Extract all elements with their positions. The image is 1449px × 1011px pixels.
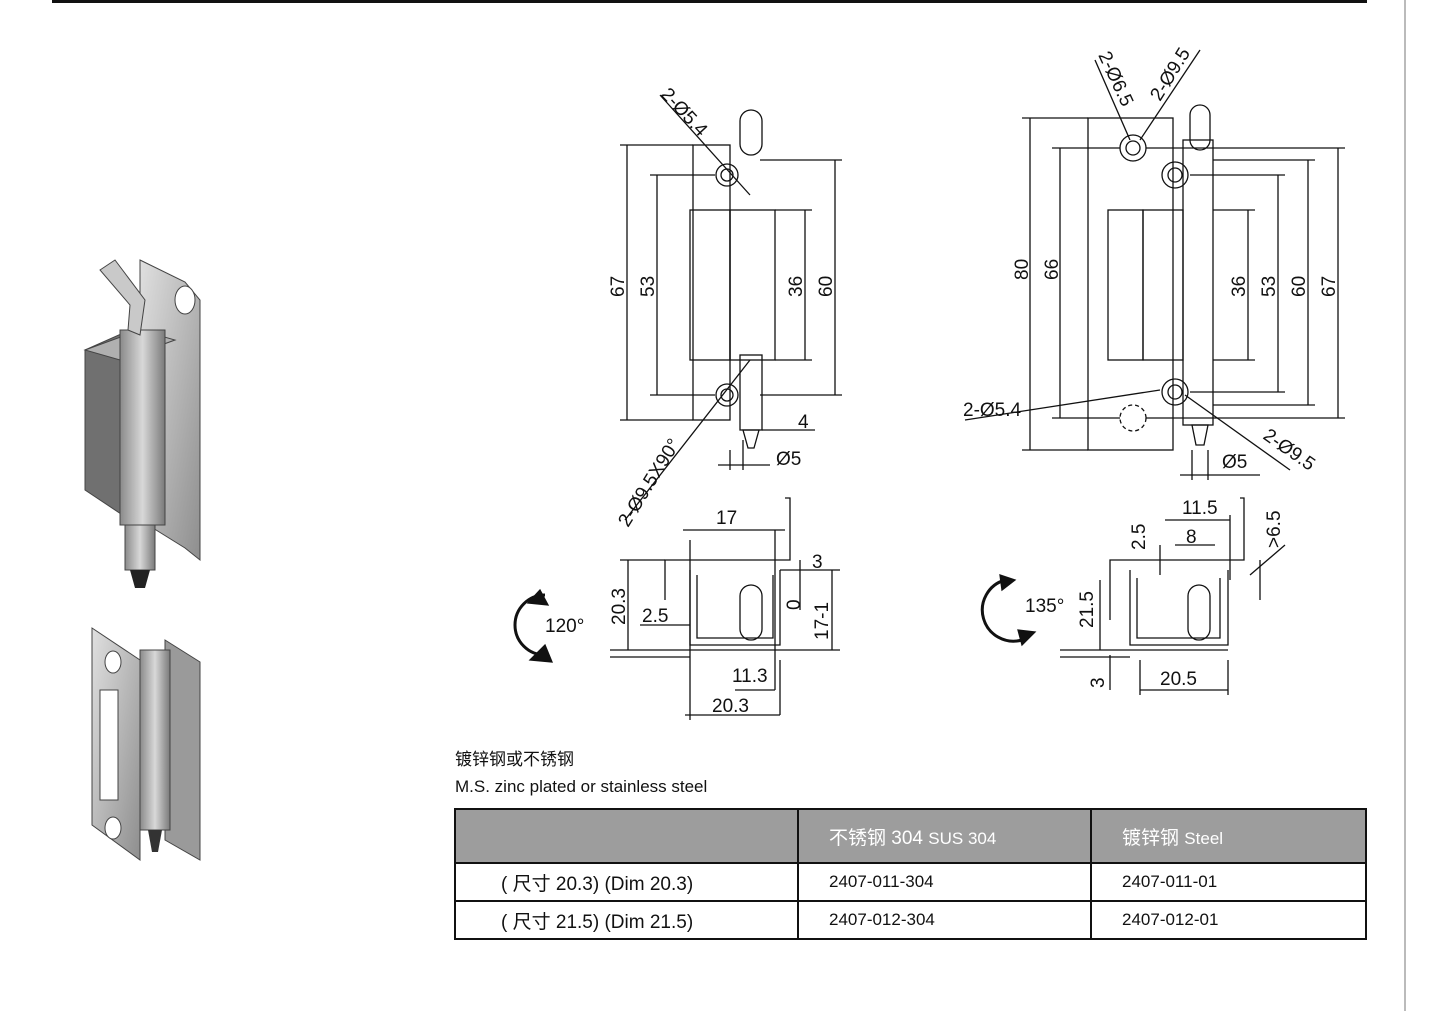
right-front-dims: 2-Ø6.5 2-Ø9.5 2-Ø5.4 2-Ø9.5 80 66 36 53 …: [963, 44, 1340, 475]
dim-60r: 60: [1289, 276, 1310, 297]
material-cn: 镀锌钢或不锈钢: [455, 750, 574, 769]
row-dim: ( 尺寸 20.3) (Dim 20.3): [454, 862, 799, 902]
dim-2-5: 2.5: [642, 606, 668, 627]
dim-21-5: 21.5: [1077, 591, 1098, 628]
dim-gt6-5: >6.5: [1264, 510, 1285, 548]
dim-11-5: 11.5: [1182, 498, 1218, 519]
dim-side-2: 2-Ø9.5: [1259, 425, 1319, 476]
row-ss: 2407-012-304: [797, 900, 1092, 940]
right-front-view: [964, 49, 1345, 480]
row-steel: 2407-012-01: [1090, 900, 1367, 940]
table-row: ( 尺寸 21.5) (Dim 21.5) 2407-012-304 2407-…: [454, 900, 1367, 940]
dim-20-3h: 20.3: [712, 696, 749, 717]
material-en: M.S. zinc plated or stainless steel: [455, 777, 708, 796]
dim-17-1: 17-1: [812, 602, 833, 640]
dim-holes-label: 2-Ø5.4: [656, 84, 711, 141]
left-front-dims: 2-Ø5.4 2-Ø9.5X90° 67 53 36 60 4 Ø5: [608, 84, 837, 531]
dim-side-1: 2-Ø5.4: [963, 400, 1022, 421]
dim-top-1: 2-Ø6.5: [1093, 48, 1137, 110]
dim-8: 8: [1186, 527, 1197, 548]
row-steel: 2407-011-01: [1090, 862, 1367, 902]
dim-36r: 36: [1229, 276, 1250, 297]
header-ss-en: SUS 304: [928, 828, 997, 848]
dim-countersink-label: 2-Ø9.5X90°: [614, 435, 685, 531]
header-steel: 镀锌钢 Steel: [1090, 808, 1367, 864]
header-steel-cn: 镀锌钢: [1122, 827, 1180, 849]
part-number-table: 不锈钢 304 SUS 304 镀锌钢 Steel ( 尺寸 20.3) (Di…: [454, 808, 1367, 940]
header-blank: [454, 808, 799, 864]
header-ss: 不锈钢 304 SUS 304: [797, 808, 1092, 864]
dim-3r: 3: [1088, 677, 1109, 688]
dim-17: 17: [716, 508, 737, 529]
header-ss-cn: 不锈钢 304: [829, 827, 923, 849]
row-dim: ( 尺寸 21.5) (Dim 21.5): [454, 900, 799, 940]
row-ss: 2407-011-304: [797, 862, 1092, 902]
right-top-dims: 135° 11.5 8 2.5 >6.5 21.5 3 20.5: [1025, 498, 1285, 690]
dim-67r: 67: [1319, 276, 1340, 297]
dim-60: 60: [816, 276, 837, 297]
dim-36: 36: [786, 276, 807, 297]
top-border: [52, 0, 1367, 3]
dim-80: 80: [1012, 259, 1033, 280]
right-border: [1404, 0, 1406, 1011]
dim-66: 66: [1042, 259, 1063, 280]
dim-20-3v: 20.3: [609, 588, 630, 625]
dim-53: 53: [638, 276, 659, 297]
left-front-view: [620, 94, 842, 521]
hinge-render-1: [83, 259, 201, 588]
dim-4: 4: [798, 412, 809, 433]
material-note: 镀锌钢或不锈钢 M.S. zinc plated or stainless st…: [455, 746, 707, 800]
dim-53r: 53: [1259, 276, 1280, 297]
table-row: ( 尺寸 20.3) (Dim 20.3) 2407-011-304 2407-…: [454, 862, 1367, 902]
dim-top-2: 2-Ø9.5: [1146, 44, 1195, 104]
table-header-row: 不锈钢 304 SUS 304 镀锌钢 Steel: [454, 808, 1367, 864]
angle-135: 135°: [1025, 596, 1064, 617]
angle-120: 120°: [545, 616, 584, 637]
dim-0: 0: [784, 599, 805, 610]
dim-d5r: Ø5: [1222, 452, 1247, 473]
dim-11-3: 11.3: [732, 666, 768, 687]
dim-d5: Ø5: [776, 449, 801, 470]
header-steel-en: Steel: [1184, 828, 1224, 848]
dim-20-5: 20.5: [1160, 669, 1197, 690]
right-top-view: [980, 497, 1286, 695]
dim-67: 67: [608, 276, 629, 297]
dim-2-5r: 2.5: [1129, 524, 1150, 550]
hinge-render-2: [91, 627, 201, 861]
dim-3: 3: [812, 552, 823, 573]
left-top-dims: 120° 17 3 20.3 2.5 0 17-1 11.3 20.3: [545, 508, 833, 717]
left-top-view: [513, 497, 840, 720]
